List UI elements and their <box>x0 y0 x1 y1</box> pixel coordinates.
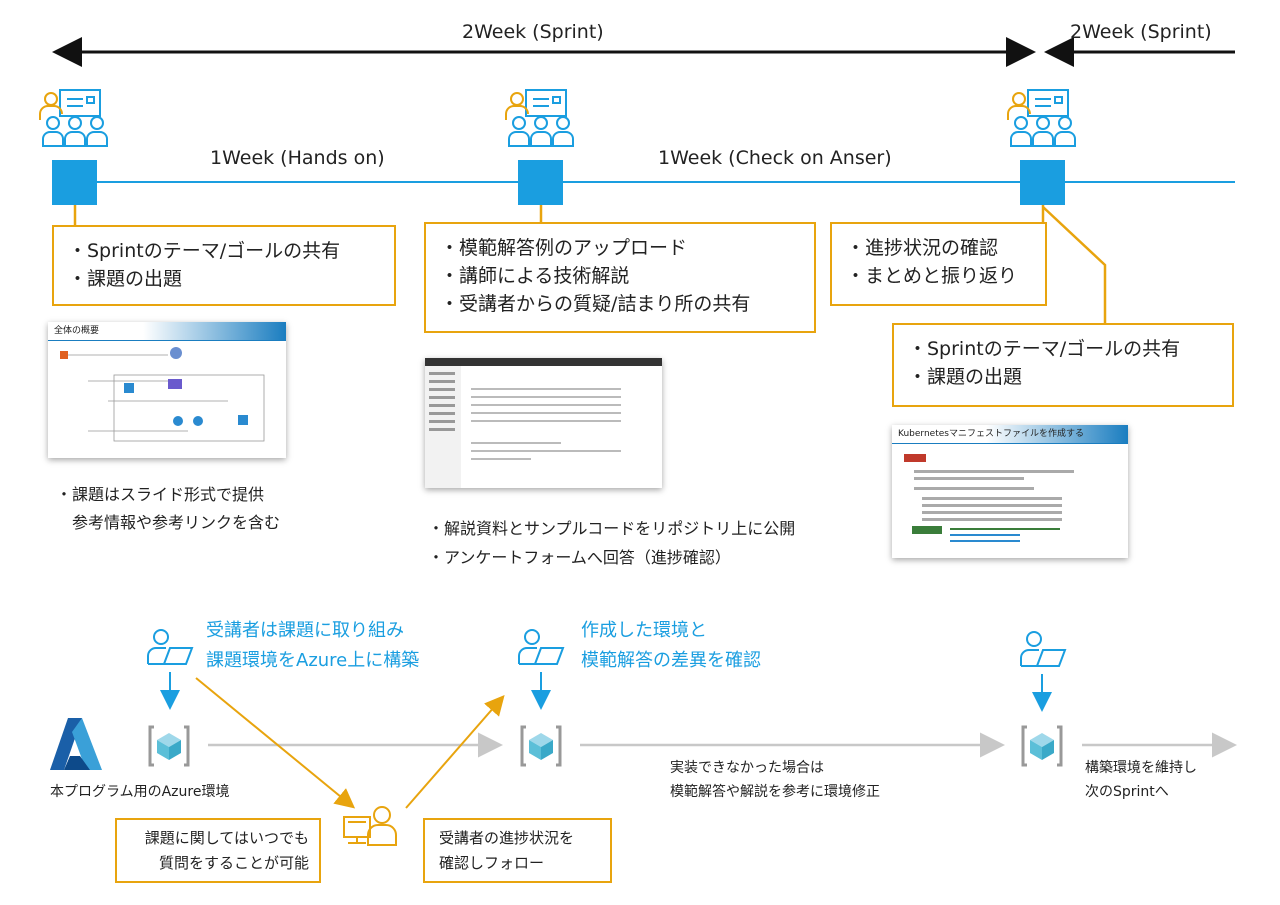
slide-thumbnail-overview: 全体の概要 <box>48 322 286 458</box>
repo-note-2: ・アンケートフォームへ回答（進捗確認） <box>428 548 731 567</box>
milestone-review <box>1020 160 1065 205</box>
slide-body-preview <box>904 454 1074 542</box>
slides-note-2: 参考情報や参考リンクを含む <box>72 513 281 532</box>
azure-logo-icon <box>50 718 102 770</box>
student-compare-1: 作成した環境と <box>581 620 707 641</box>
student-laptop-icon <box>1020 631 1067 667</box>
box-item: ・課題の出題 <box>908 366 1023 388</box>
box-item: 課題に関してはいつでも <box>144 829 309 847</box>
box-item: 受講者の進捗状況を <box>439 829 575 847</box>
box-item: ・講師による技術解説 <box>440 265 630 287</box>
box-item: ・進捗状況の確認 <box>846 237 999 259</box>
student-build-1: 受講者は課題に取り組み <box>206 620 404 641</box>
connector-next-kickoff <box>1042 206 1107 324</box>
azure-environment-label: 本プログラム用のAzure環境 <box>50 784 230 800</box>
student-laptop-icon <box>147 629 194 665</box>
next-kickoff-box: ・Sprintのテーマ/ゴールの共有 ・課題の出題 <box>892 323 1234 407</box>
sprint-label-2: 2Week (Sprint) <box>1070 21 1212 43</box>
box-item: ・受講者からの質疑/詰まり所の共有 <box>440 293 751 315</box>
box-item: 質問をすることが可能 <box>158 854 309 872</box>
kickoff-box: ・Sprintのテーマ/ゴールの共有 ・課題の出題 <box>52 225 396 306</box>
architecture-diagram-preview <box>60 347 265 442</box>
class-icon <box>1007 89 1076 147</box>
repo-note-1: ・解説資料とサンプルコードをリポジトリ上に公開 <box>428 519 796 538</box>
support-box: 課題に関してはいつでも 質問をすることが可能 <box>115 818 321 883</box>
sprint-label-1: 2Week (Sprint) <box>462 21 604 43</box>
review-box: ・進捗状況の確認 ・まとめと振り返り <box>830 222 1047 306</box>
followup-box: 受講者の進捗状況を 確認しフォロー <box>423 818 612 883</box>
keep-note-1: 構築環境を維持し <box>1085 760 1197 776</box>
fix-note-1: 実装できなかった場合は <box>670 760 824 776</box>
box-item: 確認しフォロー <box>439 854 545 872</box>
orange-arrow-followup <box>405 694 505 809</box>
keep-note-2: 次のSprintへ <box>1085 784 1169 800</box>
support-staff-icon <box>343 806 397 846</box>
milestone-kickoff <box>52 160 97 205</box>
week-label-hands-on: 1Week (Hands on) <box>210 147 385 169</box>
box-item: ・まとめと振り返り <box>846 265 1018 287</box>
slide-thumbnail-kubernetes: Kubernetesマニフェストファイルを作成する <box>892 425 1128 558</box>
box-item: ・Sprintのテーマ/ゴールの共有 <box>68 240 341 262</box>
resource-cube-icon <box>1021 725 1063 767</box>
repository-thumbnail <box>425 358 662 488</box>
student-laptop-icon <box>518 629 565 665</box>
student-compare-2: 模範解答の差異を確認 <box>581 650 761 671</box>
week-label-check: 1Week (Check on Anser) <box>658 147 892 169</box>
slides-note-1: ・課題はスライド形式で提供 <box>56 485 265 504</box>
student-build-2: 課題環境をAzure上に構築 <box>206 650 420 671</box>
milestone-midpoint <box>518 160 563 205</box>
orange-arrow-question <box>195 677 356 809</box>
repository-preview <box>425 358 662 488</box>
class-icon <box>505 89 574 147</box>
resource-cube-icon <box>148 725 190 767</box>
class-icon <box>39 89 108 147</box>
slide-title: 全体の概要 <box>48 322 286 341</box>
slide-title: Kubernetesマニフェストファイルを作成する <box>892 425 1128 444</box>
resource-cube-icon <box>520 725 562 767</box>
box-item: ・課題の出題 <box>68 268 183 290</box>
box-item: ・模範解答例のアップロード <box>440 237 688 259</box>
midpoint-box: ・模範解答例のアップロード ・講師による技術解説 ・受講者からの質疑/詰まり所の… <box>424 222 816 333</box>
fix-note-2: 模範解答や解説を参考に環境修正 <box>670 784 880 800</box>
box-item: ・Sprintのテーマ/ゴールの共有 <box>908 338 1181 360</box>
